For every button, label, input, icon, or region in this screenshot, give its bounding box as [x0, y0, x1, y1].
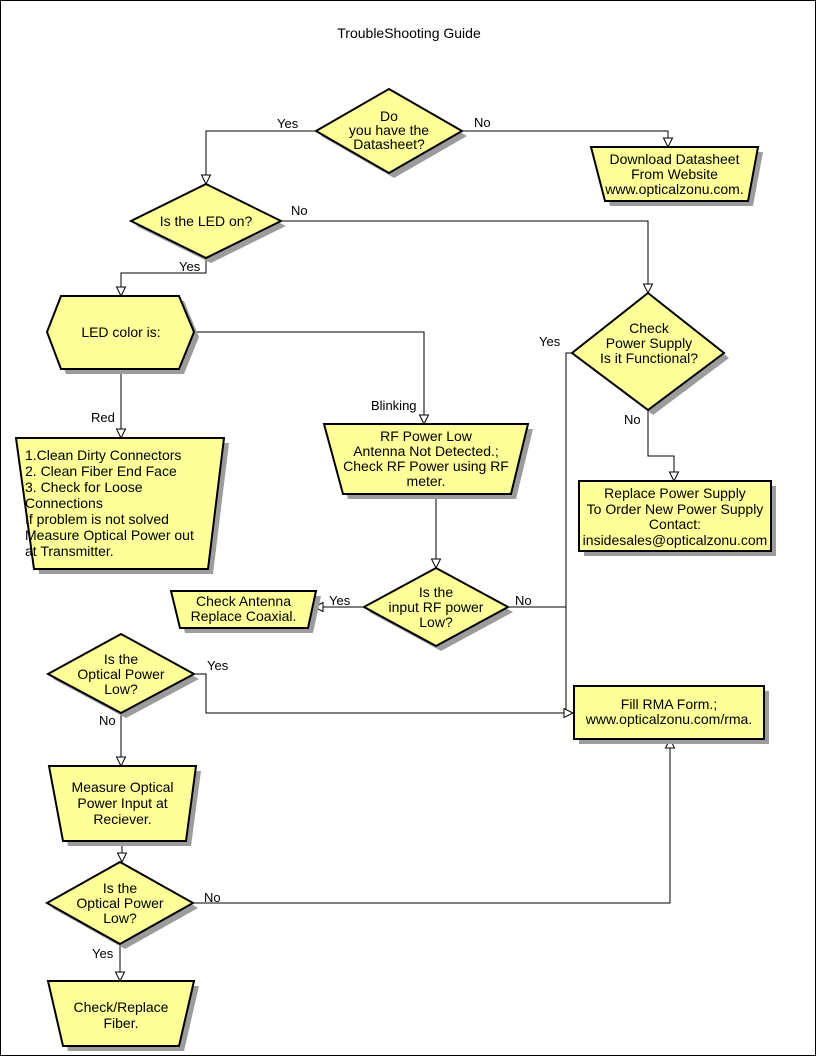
rf-power-low-text: RF Power Low Antenna Not Detected.; Chec… — [343, 428, 509, 489]
edge-label-power-supply-yes: Yes — [539, 334, 561, 349]
measure-optical-shape — [47, 765, 198, 842]
download-datasheet-shape — [589, 146, 760, 202]
edge-label-color-red: Red — [91, 410, 115, 425]
check-antenna-text: Check Antenna Replace Coaxial. — [190, 593, 297, 624]
check-fiber-shape — [46, 980, 196, 1047]
connectors — [114, 130, 680, 983]
page-title: TroubleShooting Guide — [337, 25, 481, 41]
download-datasheet-text: Download Datasheet From Website www.opti… — [605, 151, 744, 197]
edge-label-input-rf-no: No — [515, 593, 532, 608]
replace-power-supply-text: Replace Power Supply To Order New Power … — [582, 485, 768, 548]
optical-power-q2-shape — [44, 860, 196, 946]
input-rf-question-text: Is the input RF power Low? — [388, 584, 484, 630]
arrowhead-icon — [116, 852, 128, 864]
led-color-text: LED color is: — [81, 324, 161, 340]
arrowhead-icon — [668, 471, 680, 483]
input-rf-question-shape — [361, 566, 511, 648]
shapes — [14, 87, 772, 1047]
rf-power-low-shape — [322, 423, 530, 495]
edge-optical1-no — [115, 713, 127, 768]
edge-label-led-yes: Yes — [179, 259, 201, 274]
led-on-question-text: Is the LED on? — [159, 213, 253, 229]
check-antenna-shape — [169, 590, 318, 629]
edge-powersupply-no — [647, 410, 680, 483]
edge-label-led-no: No — [291, 203, 308, 218]
edge-label-datasheet-yes: Yes — [277, 116, 299, 131]
edge-label-optical1-no: No — [99, 713, 116, 728]
fill-rma-text: Fill RMA Form.; www.opticalzonu.com/rma. — [585, 696, 753, 727]
replace-power-supply-shape — [578, 480, 772, 552]
edge-label-datasheet-no: No — [474, 115, 491, 130]
edge-optical2-no — [193, 737, 676, 904]
clean-connectors-text: 1.Clean Dirty Connectors 2. Clean Fiber … — [25, 447, 194, 559]
arrowhead-icon — [642, 283, 654, 295]
optical-power-q1-shape — [45, 632, 197, 715]
arrowhead-icon — [430, 558, 442, 570]
led-on-question-shape — [128, 182, 284, 260]
arrowhead-icon — [115, 428, 127, 440]
check-power-supply-text: Check Power Supply Is it Functional? — [599, 320, 699, 366]
edge-optical1-yes — [194, 673, 575, 719]
arrowhead-icon — [563, 707, 575, 719]
edge-color-blinking — [194, 331, 430, 426]
fill-rma-shape — [573, 685, 765, 740]
edge-label-color-blinking: Blinking — [371, 398, 417, 413]
arrowhead-icon — [115, 286, 127, 298]
check-power-supply-shape — [570, 291, 726, 412]
arrowhead-icon — [200, 174, 212, 186]
edge-datasheet-no — [462, 130, 674, 149]
edge-label-optical2-yes: Yes — [92, 946, 114, 961]
arrowhead-icon — [662, 137, 674, 149]
datasheet-question-shape — [313, 87, 465, 175]
edge-label-optical1-yes: Yes — [207, 658, 229, 673]
arrowhead-icon — [114, 971, 126, 983]
arrowhead-icon — [115, 756, 127, 768]
check-fiber-text: Check/Replace Fiber. — [73, 999, 169, 1031]
edge-optical2-yes — [114, 944, 126, 983]
optical-power-q1-text: Is the Optical Power Low? — [77, 651, 165, 697]
edge-rf-to-inputrf — [430, 494, 442, 570]
arrowhead-icon — [418, 414, 430, 426]
edge-label-input-rf-yes: Yes — [329, 593, 351, 608]
edge-label-optical2-no: No — [204, 890, 221, 905]
edge-label-power-supply-no: No — [624, 412, 641, 427]
optical-power-q2-text: Is the Optical Power Low? — [76, 880, 164, 926]
edge-led-yes — [115, 258, 207, 298]
edge-led-no — [281, 220, 654, 295]
edge-color-red — [115, 369, 127, 440]
datasheet-question-text: Do you have the Datasheet? — [348, 108, 430, 152]
led-color-shape — [45, 295, 196, 370]
clean-connectors-shape — [14, 437, 226, 570]
edge-datasheet-yes — [200, 130, 316, 186]
measure-optical-text: Measure Optical Power Input at Reciever. — [71, 779, 174, 827]
edge-powersupply-yes — [565, 352, 572, 714]
